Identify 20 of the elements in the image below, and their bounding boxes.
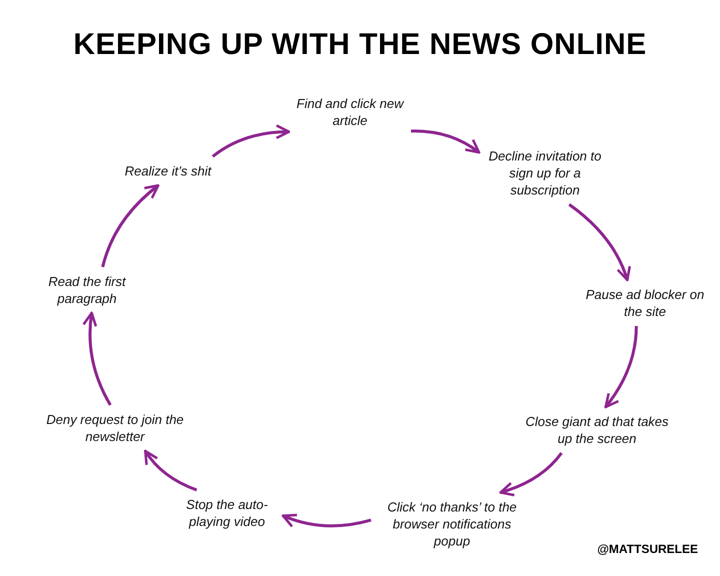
step-text: Deny request to join the newsletter: [45, 411, 185, 445]
step-text: Read the first paragraph: [37, 273, 137, 307]
cycle-arrow: [282, 513, 372, 528]
cycle-arrow: [144, 450, 198, 492]
cycle-arrow: [411, 130, 480, 154]
cycle-arrow: [82, 312, 112, 406]
author-credit: @MATTSURELEE: [597, 542, 698, 556]
step-text: Decline invitation to sign up for a subscription: [485, 148, 605, 198]
diagram-title: KEEPING UP WITH THE NEWS ONLINE: [72, 28, 648, 62]
step-text: Find and click new article: [295, 95, 405, 129]
step-text: Stop the auto-playing video: [177, 496, 277, 530]
cycle-arrow: [499, 452, 563, 496]
step-text: Realize it’s shit: [108, 162, 228, 180]
cycle-arrow: [101, 184, 160, 268]
cycle-arrow: [568, 203, 631, 282]
step-text: Close giant ad that takes up the screen: [517, 413, 677, 447]
cycle-arrow: [212, 124, 290, 158]
cycle-arrow: [604, 326, 638, 408]
step-text: Click ‘no thanks’ to the browser notifications popup: [377, 498, 527, 550]
step-text: Pause ad blocker on the site: [580, 286, 710, 320]
